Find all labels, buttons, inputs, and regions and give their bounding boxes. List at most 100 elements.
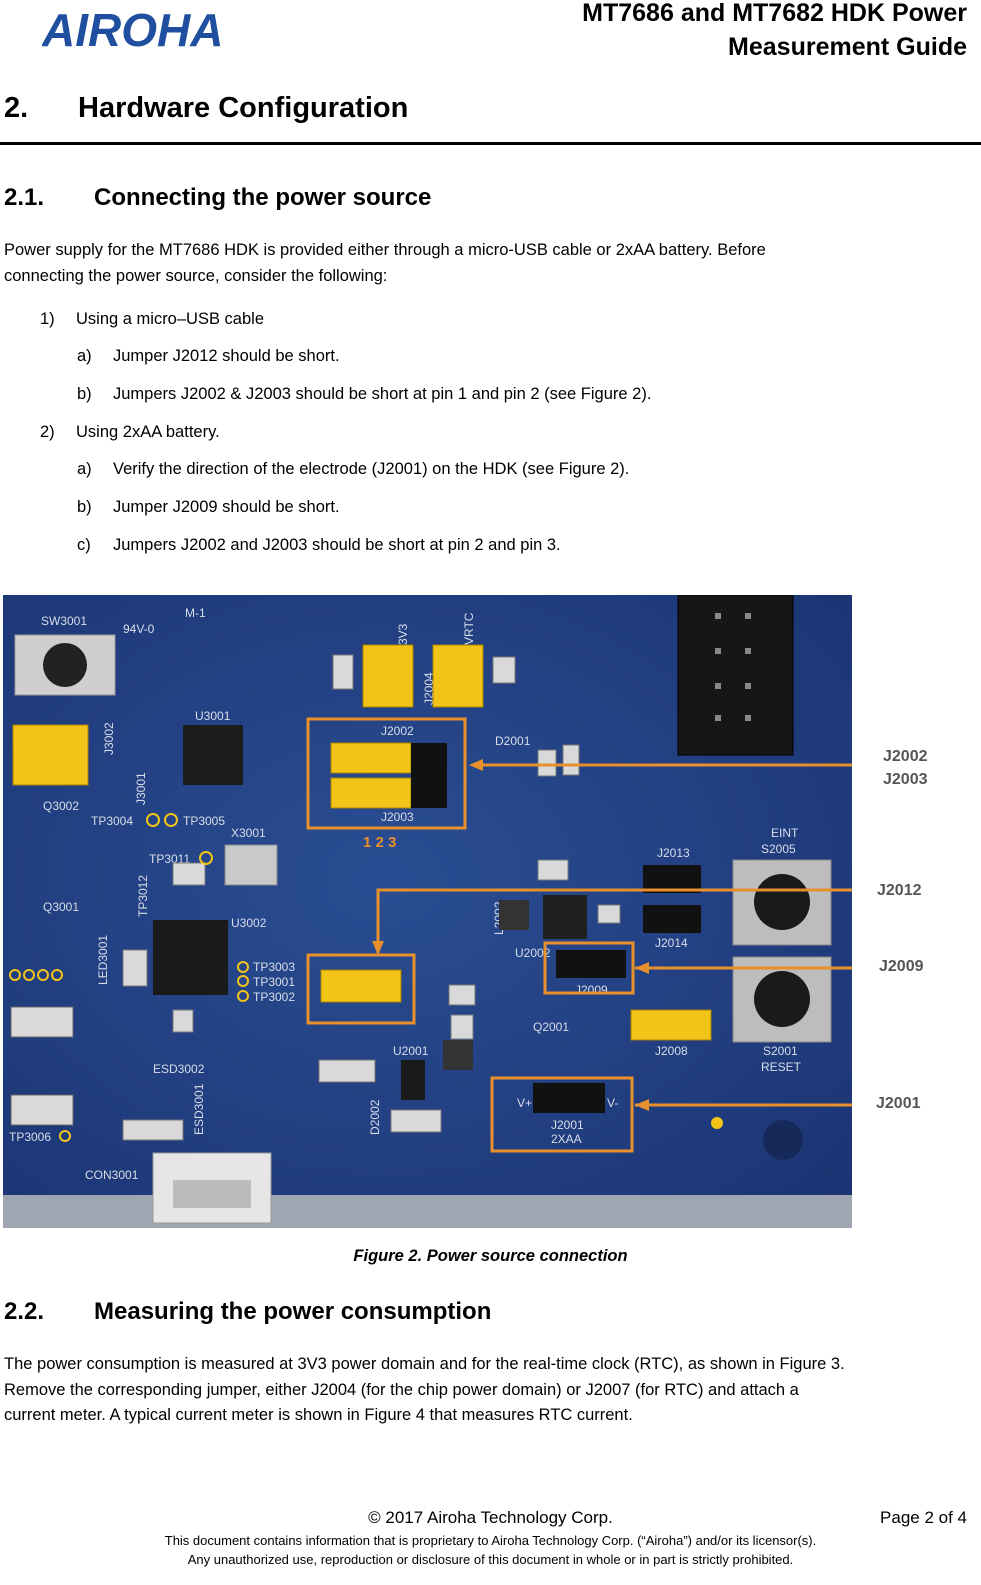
list-item: 1)Using a micro–USB cable [40,308,264,330]
silk-j2003: J2003 [381,810,414,824]
list-marker: 1) [40,310,55,328]
silk-esd3001: ESD3001 [192,1083,206,1135]
callout-j2012: J2012 [877,882,922,899]
jumper-j2004b [432,644,484,708]
silk-con3001: CON3001 [85,1168,139,1182]
pin-header-j2001 [533,1083,605,1113]
silk-q3001: Q3001 [43,900,79,914]
footer-notice-1: This document contains information that … [164,1533,817,1548]
jumper-j2012 [320,969,402,1003]
silk-tp3003: TP3003 [253,960,295,974]
silk-s2005: S2005 [761,842,796,856]
callout-box-j2012 [306,953,416,1025]
jumper-j2003 [330,777,412,809]
silk-d2001: D2001 [495,734,531,748]
silk-q3002: Q3002 [43,799,79,813]
document-title-line1: MT7686 and MT7682 HDK Power [582,0,967,27]
list-text: Jumpers J2002 and J2003 should be short … [113,536,561,554]
silk-tp3012: TP3012 [136,875,150,917]
callout-box-j2002-j2003 [306,717,467,830]
list-item: c) Jumpers J2002 and J2003 should be shor… [77,534,561,556]
list-item: b)Jumpers J2002 & J2003 should be short … [77,383,651,405]
list-text: Jumper J2009 should be short. [113,498,340,516]
footer-page-number: Page 2 of 4 [880,1508,967,1527]
pcb-edge [3,1195,852,1228]
section-heading: 2. Hardware Configuration [4,92,408,125]
crystal-x3001 [224,844,278,886]
tactile-switch-sw3001 [14,634,116,696]
silk-j2013: J2013 [657,846,690,860]
list-text: Using 2xAA battery. [76,423,220,441]
silk-j2014: J2014 [655,936,688,950]
inductor-l2002 [499,900,529,930]
silk-tp3006: TP3006 [9,1130,51,1144]
list-marker: 2) [40,423,55,441]
silk-vminus: V- [607,1096,618,1110]
measurement-line-1: The power consumption is measured at 3V3… [4,1355,845,1373]
silk-j2001: J2001 [551,1118,584,1132]
footer-notice-2: Any unauthorized use, reproduction or di… [187,1552,794,1567]
tactile-switch-s2005 [732,859,832,946]
callout-box-j2009 [543,941,635,995]
document-title: MT7686 and MT7682 HDK Power Measurement … [582,0,967,64]
list-text: Jumper J2012 should be short. [113,347,340,365]
silk-tp3001: TP3001 [253,975,295,989]
callout-j2002: J2002 [883,748,928,765]
silk-j2008: J2008 [655,1044,688,1058]
logo-text: AIROHA [42,6,223,50]
callout-box-j2001 [490,1076,634,1153]
section-title: Hardware Configuration [78,92,409,124]
list-marker: b) [77,498,92,516]
pin-header-j2002 [411,743,447,808]
section-number: 2. [4,92,29,124]
ic-u3002 [153,920,228,995]
silk-led3001: LED3001 [96,935,110,985]
subsection-heading-2-1: 2.1. Connecting the power source [4,184,431,212]
silk-s2001: S2001 [763,1044,798,1058]
pin-header-j2009 [556,950,626,978]
inductor-l2001 [443,1040,473,1070]
pin-numbers-label: 1 2 3 [363,834,396,851]
silk-u3002: U3002 [231,916,267,930]
silk-tp3002: TP3002 [253,990,295,1004]
silk-esd3002: ESD3002 [153,1062,205,1076]
jumper-j3002 [12,724,89,786]
silk-j3001: J3001 [134,772,148,805]
callout-j2001: J2001 [876,1095,921,1112]
silk-j2002: J2002 [381,724,414,738]
silk-q2001: Q2001 [533,1020,569,1034]
list-item: b) Jumper J2009 should be short. [77,496,340,518]
list-item: a)Verify the direction of the electrode … [77,458,629,480]
silk-m1: M-1 [185,606,206,620]
ic-u3001 [183,725,243,785]
list-marker: a) [77,347,92,365]
intro-paragraph: Power supply for the MT7686 HDK is provi… [4,238,976,289]
subsection-title: Connecting the power source [94,184,432,211]
pin-header-j2014 [643,905,701,933]
silk-x3001: X3001 [231,826,266,840]
silk-eint: EINT [771,826,799,840]
silk-j3002: J3002 [102,722,116,755]
measurement-line-2: Remove the corresponding jumper, either … [4,1380,799,1399]
list-item: 2) Using 2xAA battery. [40,421,220,443]
tactile-switch-s2001 [732,956,832,1043]
subsection-number: 2.2. [4,1298,45,1325]
silk-d2002: D2002 [368,1099,382,1135]
heading-rule [0,142,981,145]
silk-u3001: U3001 [195,709,231,723]
list-marker: a) [77,460,92,478]
subsection-number: 2.1. [4,184,45,211]
list-marker: c) [77,536,91,554]
silk-sw3001: SW3001 [41,614,87,628]
silk-vrtc: VRTC [462,612,476,645]
list-item: a) Jumper J2012 should be short. [77,345,340,367]
subsection-title: Measuring the power consumption [94,1298,492,1325]
measurement-line-3: current meter. A typical current meter i… [4,1406,633,1424]
silk-3v3: 3V3 [396,623,410,645]
callout-boxes [306,717,635,1153]
footer-copyright: © 2017 Airoha Technology Corp. [368,1508,613,1527]
silk-j2009: J2009 [575,983,608,997]
jumper-j2002 [330,742,412,774]
jumper-j2008 [630,1009,712,1041]
pin-header-j2013 [643,865,701,893]
